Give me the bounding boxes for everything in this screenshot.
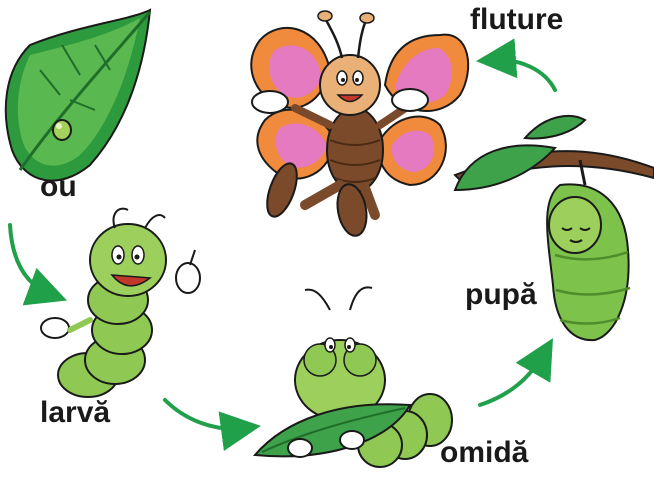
butterfly-icon (251, 11, 468, 238)
larva-icon (41, 209, 200, 397)
label-egg: ou (40, 172, 77, 202)
label-caterpillar: omidă (440, 438, 528, 468)
label-butterfly: fluture (470, 5, 563, 35)
leaf-with-egg-icon (6, 10, 150, 181)
label-larva: larvă (40, 398, 110, 428)
arrow-egg-to-larva (10, 225, 52, 295)
label-pupa: pupă (465, 280, 537, 310)
arrow-pupa-to-butterfly (492, 60, 555, 90)
arrow-larva-to-caterpillar (165, 400, 245, 429)
caterpillar-on-leaf-icon (255, 287, 452, 467)
arrow-caterpillar-to-pupa (480, 352, 545, 405)
